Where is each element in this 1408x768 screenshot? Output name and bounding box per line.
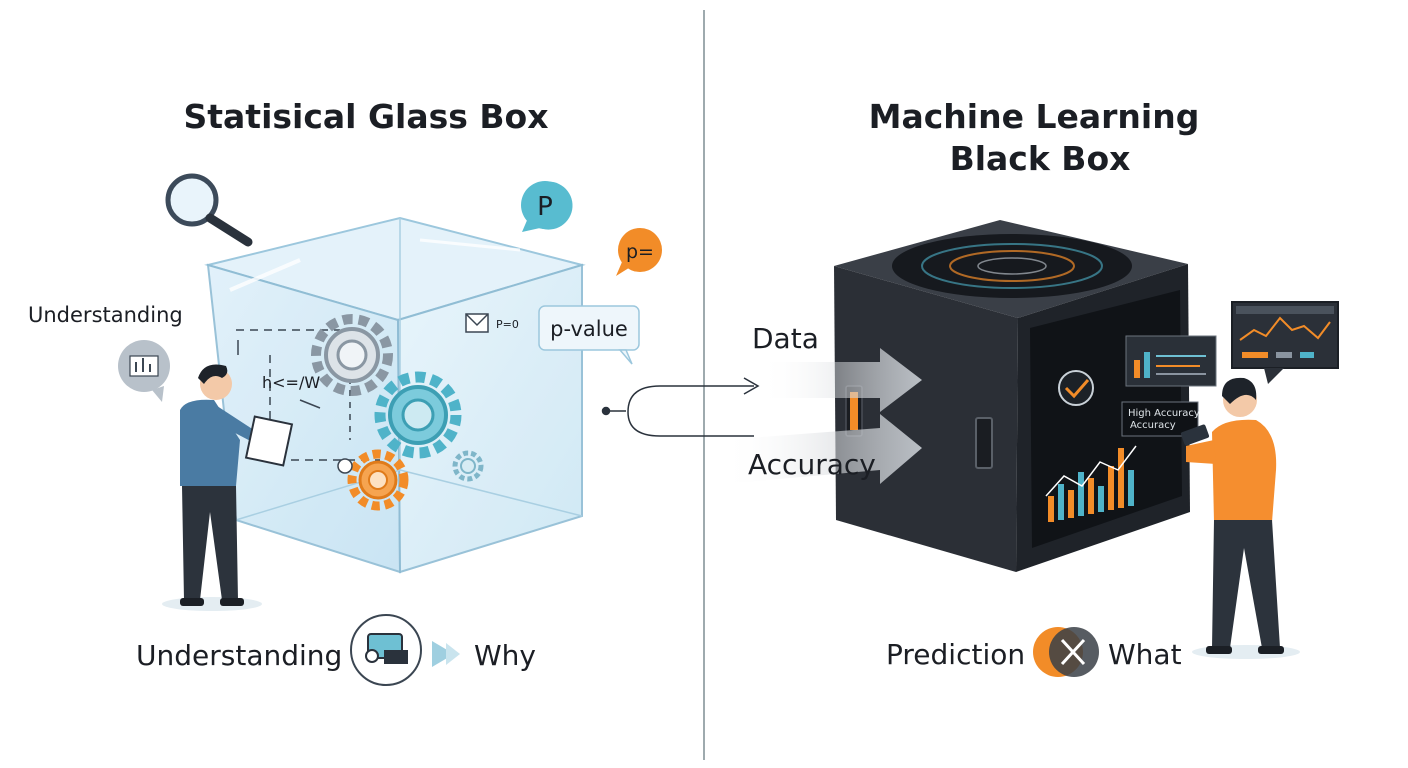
close-icon (1033, 627, 1099, 677)
svg-text:Accuracy: Accuracy (1130, 420, 1176, 431)
right-title-line2: Black Box (950, 139, 1131, 178)
inner-bar-chart (1045, 445, 1137, 522)
gear-icon (452, 450, 484, 482)
accuracy-screen: High Accuracy Accuracy (1121, 401, 1200, 437)
bottom-prediction-label: Prediction (886, 638, 1025, 671)
floating-panel (1125, 335, 1217, 387)
p-equals-bubble: p= (616, 228, 662, 276)
glass-box (204, 216, 586, 574)
bottom-why-label: Why (474, 639, 536, 672)
data-arrow (760, 348, 922, 412)
svg-text:p-value: p-value (550, 317, 628, 341)
left-title: Statisical Glass Box (183, 97, 548, 136)
gear-icon (347, 449, 409, 511)
box-note: P=0 (496, 318, 519, 331)
right-title-line1: Machine Learning (869, 97, 1200, 136)
check-icon (1058, 370, 1094, 406)
svg-text:p=: p= (626, 241, 654, 263)
understanding-top-label: Understanding (28, 303, 183, 327)
chart-icon (118, 340, 170, 402)
chart-icon (1231, 301, 1339, 384)
analyst-figure (162, 364, 294, 611)
svg-text:P: P (537, 192, 553, 222)
accuracy-arrow (722, 414, 922, 484)
node-dot (337, 458, 353, 474)
bottom-what-label: What (1108, 638, 1182, 671)
accuracy-label: Accuracy (748, 448, 876, 481)
bottom-understanding-label: Understanding (136, 639, 342, 672)
envelope-icon (465, 313, 489, 333)
connector-arc (601, 377, 760, 437)
document-icon (350, 614, 422, 686)
gear-icon (311, 314, 393, 396)
predictor-figure (1180, 377, 1300, 659)
data-label: Data (752, 322, 819, 355)
play-icon (432, 641, 460, 667)
board-formula: h<=/W (262, 373, 320, 392)
p-bubble: P (521, 181, 573, 232)
gear-icon (374, 371, 462, 459)
svg-text:High Accuracy: High Accuracy (1128, 408, 1200, 419)
magnifier-icon (165, 173, 253, 247)
p-value-callout: p-value (538, 305, 640, 365)
